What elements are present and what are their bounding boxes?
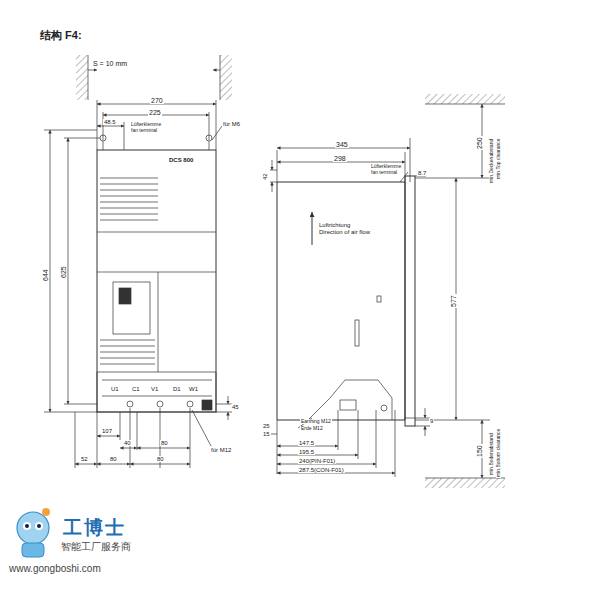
dimension-label: Luftrichtung [318,222,351,228]
dimension-label: 577 [450,294,457,308]
dimension-label: 625 [60,265,67,279]
dimension-label: min.Bottom clearance [496,428,501,478]
dimension-label: 147.5 [298,440,315,446]
vent-slot [100,190,158,191]
dimension-label: D1 [172,386,182,392]
dimension-label: 25 [262,423,271,429]
dimension-label: 644 [42,268,49,282]
watermark-text: 工博士 [62,518,127,537]
watermark-mascot [17,508,50,557]
dimension-label: min.Bodenabstand [489,432,494,476]
dimension-label: Lüfterklemme [130,122,162,127]
dimension-label: DCS 800 [168,157,194,163]
dimension-label: U1 [110,386,120,392]
vent-slot [100,214,158,215]
dimension-label: 80 [156,456,165,462]
vent-slot [100,220,158,221]
dimension-label: Lüfterklemme [370,164,402,169]
vent-slot [100,178,158,179]
vent-slot [100,340,155,341]
vent-slot [100,364,155,365]
dimension-label: min.Deckenabstand [489,138,494,184]
dimension-label: S = 10 mm [92,60,128,67]
vent-slot [100,358,155,359]
vent-slot [100,202,158,203]
dimension-label: 225 [148,109,162,116]
dimension-label: 107 [101,428,113,434]
dimension-label: 42 [262,172,268,181]
dimension-label: 80 [160,440,169,446]
vent-slot [100,184,158,185]
vent-slot [100,208,158,209]
dimension-label: Earthing M12 [300,419,332,424]
dimension-label: 80 [109,456,118,462]
dimension-label: Erde M12 [300,426,324,431]
vent-slot [100,346,155,347]
vent-slot [100,196,158,197]
dimension-label: 345 [335,141,349,148]
watermark-text: www.gongboshi.com [8,564,102,574]
dimension-label: V1 [150,386,159,392]
dimension-label: fan terminal [130,128,158,133]
dimension-label: 287.5(CON-F01) [298,467,345,473]
dimension-label: Direction of air flow [318,229,371,235]
dimension-label: 8.7 [417,170,427,176]
dimension-label: 195.5 [298,449,315,455]
dimension-label: fan terminal [370,170,398,175]
watermark-text: 智能工厂服务商 [60,542,132,552]
dimension-label: 250 [476,136,483,150]
dimension-label: W1 [188,386,199,392]
dimension-label: 52 [80,456,89,462]
dimension-label: C1 [131,386,141,392]
dimension-label: 150 [476,444,483,458]
dimension-label: für M6 [222,121,241,127]
dimension-label: 15 [262,431,271,437]
dimension-label: 240(PIN-F01) [298,458,336,464]
dimension-label: für M12 [210,447,232,453]
dimension-label: 45 [231,404,240,410]
title: 结构 F4: [40,30,82,41]
vent-slot [100,352,155,353]
dimension-label: 9 [429,418,434,424]
dimension-label: 40 [123,440,132,446]
dimension-label: 270 [150,97,164,104]
dimension-label: min.Top clearance [496,137,501,180]
dimension-label: 48.5 [103,119,117,125]
dimension-label: 298 [333,155,347,162]
